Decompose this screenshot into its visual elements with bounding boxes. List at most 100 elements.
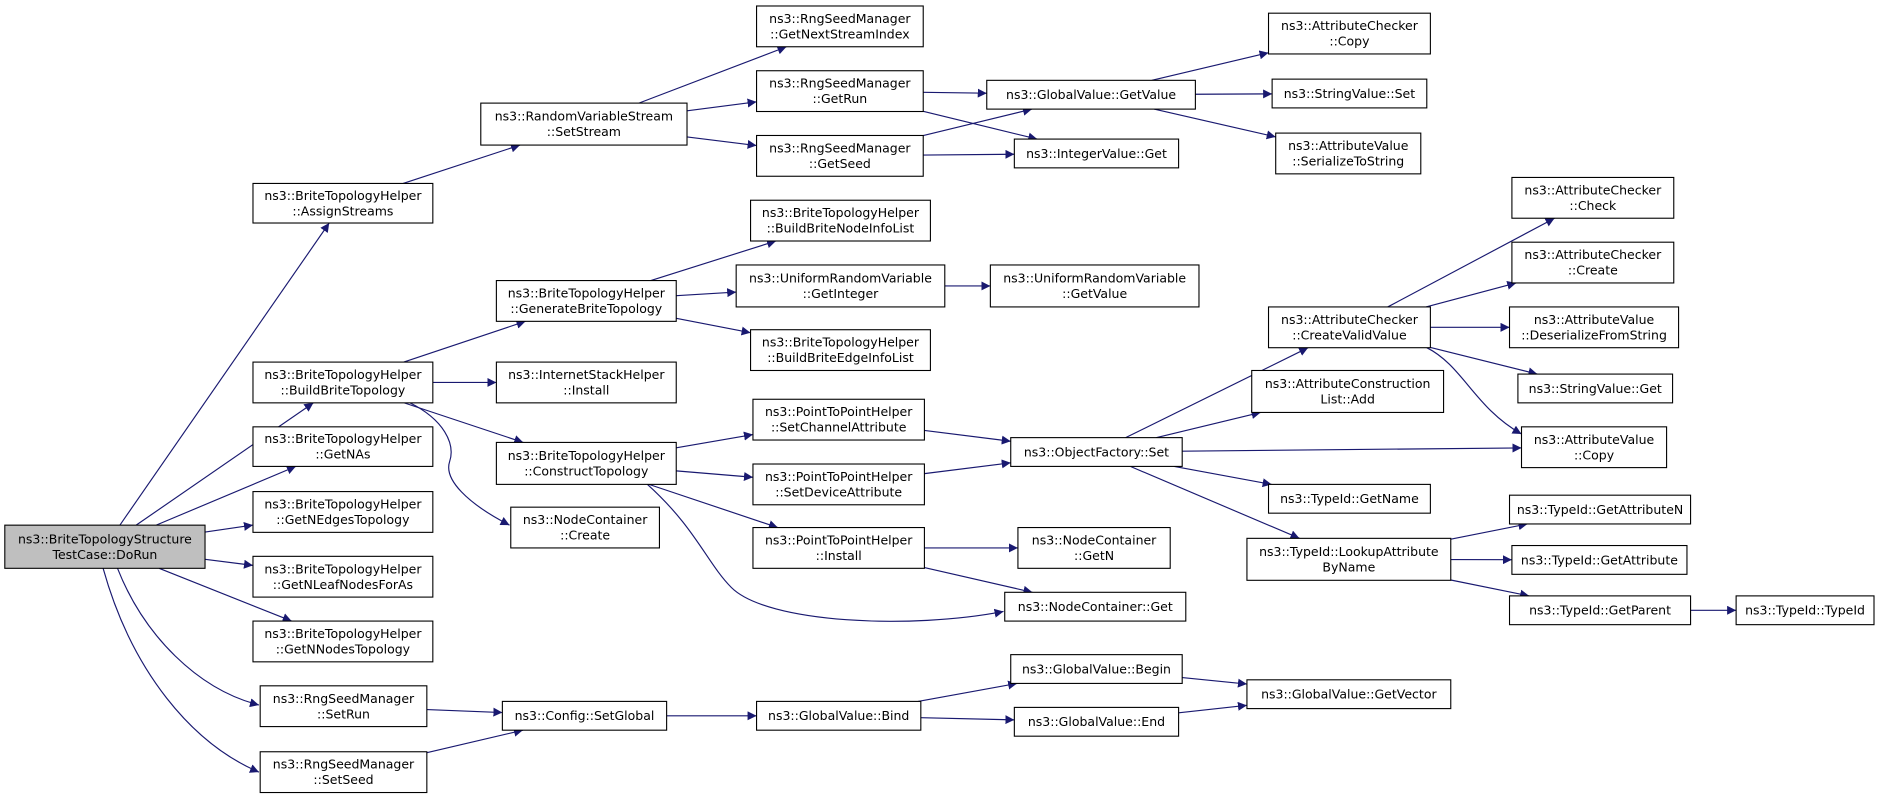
node-avCopy[interactable]: ns3::AttributeValue::Copy xyxy=(1520,426,1668,469)
node-label: ns3::StringValue::Set xyxy=(1284,86,1415,101)
node-box xyxy=(501,700,668,731)
node-gvBegin[interactable]: ns3::GlobalValue::Begin xyxy=(1010,654,1183,684)
node-label: ns3::RandomVariableStream xyxy=(495,109,673,124)
node-buildBriteTopology[interactable]: ns3::BriteTopologyHelper::BuildBriteTopo… xyxy=(252,361,434,404)
node-setChannelAttr[interactable]: ns3::PointToPointHelper::SetChannelAttri… xyxy=(752,398,925,441)
node-label: ns3::BriteTopologyHelper xyxy=(264,561,422,576)
edge-setStream-to-getNextStreamIndex xyxy=(638,45,787,104)
node-typeIdGetParent[interactable]: ns3::TypeId::GetParent xyxy=(1508,595,1692,626)
node-constructTopology[interactable]: ns3::BriteTopologyHelper::ConstructTopol… xyxy=(495,441,677,485)
node-label: ns3::GlobalValue::Bind xyxy=(768,708,909,723)
node-box xyxy=(1246,537,1452,581)
node-buildNodeInfo[interactable]: ns3::BriteTopologyHelper::BuildBriteNode… xyxy=(750,199,931,242)
node-box xyxy=(252,620,434,663)
node-label: ::GetInteger xyxy=(803,286,880,301)
edge-getRun-to-gvGetValue xyxy=(923,88,987,98)
node-label: ns3::RngSeedManager xyxy=(273,691,415,706)
node-label: ::Copy xyxy=(1329,34,1370,49)
node-acCreate[interactable]: ns3::AttributeChecker::Create xyxy=(1511,241,1675,284)
node-label: ns3::Config::SetGlobal xyxy=(515,708,655,723)
node-gvGetVector[interactable]: ns3::GlobalValue::GetVector xyxy=(1246,679,1452,710)
node-setDeviceAttr[interactable]: ns3::PointToPointHelper::SetDeviceAttrib… xyxy=(752,463,925,506)
edge-root-to-setRun xyxy=(116,568,260,708)
edge-setStream-to-getSeed xyxy=(686,136,757,149)
node-label: ns3::AttributeChecker xyxy=(1281,18,1419,33)
node-avDeserialize[interactable]: ns3::AttributeValue::DeserializeFromStri… xyxy=(1508,306,1680,349)
edge-typeIdLookup-to-typeIdGetParent xyxy=(1450,579,1530,599)
node-objectFactorySet[interactable]: ns3::ObjectFactory::Set xyxy=(1010,437,1183,467)
node-internetInstall[interactable]: ns3::InternetStackHelper::Install xyxy=(495,361,677,404)
node-configSetGlobal[interactable]: ns3::Config::SetGlobal xyxy=(501,700,668,731)
node-label: ns3::TypeId::TypeId xyxy=(1745,603,1865,618)
node-label: ns3::BriteTopologyHelper xyxy=(264,188,422,203)
edges-layer xyxy=(102,45,1737,773)
node-getNEdges[interactable]: ns3::BriteTopologyHelper::GetNEdgesTopol… xyxy=(252,491,434,533)
node-box xyxy=(1511,241,1675,284)
node-typeIdGetAttr[interactable]: ns3::TypeId::GetAttribute xyxy=(1511,544,1688,575)
node-box xyxy=(752,526,925,569)
node-getNLeaf[interactable]: ns3::BriteTopologyHelper::GetNLeafNodesF… xyxy=(252,555,434,598)
node-box xyxy=(1246,679,1452,710)
node-box xyxy=(756,134,924,177)
node-svGet[interactable]: ns3::StringValue::Get xyxy=(1517,373,1674,404)
node-box xyxy=(1517,373,1674,404)
node-getNAs[interactable]: ns3::BriteTopologyHelper::GetNAs xyxy=(252,426,434,467)
node-assignStreams[interactable]: ns3::BriteTopologyHelper::AssignStreams xyxy=(252,182,434,224)
edge-setStream-to-getRun xyxy=(686,98,757,112)
node-label: ns3::PointToPointHelper xyxy=(765,469,913,484)
node-getNextStreamIndex[interactable]: ns3::RngSeedManager::GetNextStreamIndex xyxy=(756,5,924,48)
node-gvBind[interactable]: ns3::GlobalValue::Bind xyxy=(756,700,922,731)
edge-objectFactorySet-to-acCreateValid xyxy=(1125,347,1309,439)
node-root[interactable]: ns3::BriteTopologyStructureTestCase::DoR… xyxy=(4,524,206,569)
node-label: ::GetValue xyxy=(1062,286,1127,301)
edge-root-to-getNLeaf xyxy=(204,558,254,569)
node-label: ns3::TypeId::GetAttributeN xyxy=(1517,502,1683,517)
node-gvGetValue[interactable]: ns3::GlobalValue::GetValue xyxy=(986,79,1196,110)
node-label: ns3::AttributeChecker xyxy=(1524,247,1662,262)
node-setSeed[interactable]: ns3::RngSeedManager::SetSeed xyxy=(259,751,428,794)
node-typeIdTypeId[interactable]: ns3::TypeId::TypeId xyxy=(1735,595,1875,626)
node-getNNodes[interactable]: ns3::BriteTopologyHelper::GetNNodesTopol… xyxy=(252,620,434,663)
node-avSerialize[interactable]: ns3::AttributeValue::SerializeToString xyxy=(1275,132,1422,175)
node-ncGet[interactable]: ns3::NodeContainer::Get xyxy=(1004,591,1187,622)
node-label: ns3::TypeId::GetAttribute xyxy=(1521,552,1678,567)
edge-buildBriteTopology-to-generateBrite xyxy=(403,319,526,363)
node-setRun[interactable]: ns3::RngSeedManager::SetRun xyxy=(259,685,428,728)
node-buildEdgeInfo[interactable]: ns3::BriteTopologyHelper::BuildBriteEdge… xyxy=(750,329,931,372)
node-label: ns3::InternetStackHelper xyxy=(508,367,665,382)
node-box xyxy=(1013,706,1180,737)
node-uniformGetValue[interactable]: ns3::UniformRandomVariable::GetValue xyxy=(989,264,1200,308)
node-label: ns3::TypeId::GetName xyxy=(1280,491,1419,506)
node-ncCreate[interactable]: ns3::NodeContainer::Create xyxy=(510,506,660,549)
node-box xyxy=(259,685,428,728)
node-label: ns3::BriteTopologyHelper xyxy=(264,367,422,382)
edge-constructTopology-to-setChannelAttr xyxy=(676,431,754,449)
edge-assignStreams-to-setStream xyxy=(402,143,521,184)
edge-generateBrite-to-buildNodeInfo xyxy=(650,239,777,282)
node-acCheck[interactable]: ns3::AttributeChecker::Check xyxy=(1511,176,1675,219)
node-getSeed[interactable]: ns3::RngSeedManager::GetSeed xyxy=(756,134,924,177)
node-acCreateValid[interactable]: ns3::AttributeChecker::CreateValidValue xyxy=(1267,306,1431,349)
node-box xyxy=(756,70,924,113)
node-typeIdGetAttrN[interactable]: ns3::TypeId::GetAttributeN xyxy=(1508,494,1692,525)
node-generateBrite[interactable]: ns3::BriteTopologyHelper::GenerateBriteT… xyxy=(495,280,677,322)
node-integerGet[interactable]: ns3::IntegerValue::Get xyxy=(1013,138,1180,169)
node-p2pInstall[interactable]: ns3::PointToPointHelper::Install xyxy=(752,526,925,569)
node-getRun[interactable]: ns3::RngSeedManager::GetRun xyxy=(756,70,924,113)
node-box xyxy=(1010,437,1183,467)
edge-constructTopology-to-setDeviceAttr xyxy=(676,470,754,481)
node-box xyxy=(1735,595,1875,626)
node-acCopy[interactable]: ns3::AttributeChecker::Copy xyxy=(1267,12,1431,55)
edge-gvBegin-to-gvGetVector xyxy=(1182,677,1247,688)
edge-gvGetValue-to-acCopy xyxy=(1151,50,1269,81)
edge-getSeed-to-gvGetValue xyxy=(923,106,1033,137)
node-gvEnd[interactable]: ns3::GlobalValue::End xyxy=(1013,706,1180,737)
edge-getRun-to-integerGet xyxy=(923,110,1038,142)
node-typeIdGetName[interactable]: ns3::TypeId::GetName xyxy=(1267,483,1431,514)
node-svSet[interactable]: ns3::StringValue::Set xyxy=(1271,78,1428,109)
node-setStream[interactable]: ns3::RandomVariableStream::SetStream xyxy=(480,102,688,146)
node-ncGetN[interactable]: ns3::NodeContainer::GetN xyxy=(1017,526,1171,569)
node-uniformGetInteger[interactable]: ns3::UniformRandomVariable::GetInteger xyxy=(735,264,946,308)
